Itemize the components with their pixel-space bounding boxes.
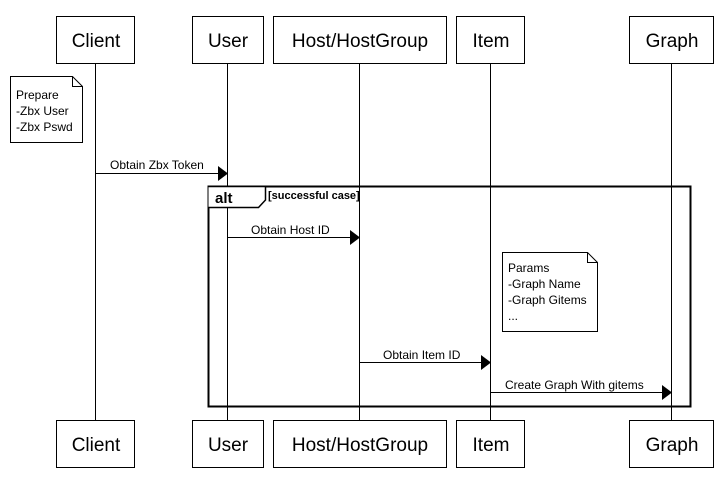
lifelines [95,64,672,420]
note-prepare-line: Prepare [16,88,59,102]
note-params-line: ... [508,309,518,323]
participant-host-bottom: Host/HostGroup [273,420,447,468]
participant-user-label: User [208,435,249,456]
alt-keyword: alt [215,190,233,207]
participant-item-top: Item [456,16,525,64]
participant-client-label: Client [72,31,121,52]
message-label: Create Graph With gitems [505,378,644,392]
participant-host-top: Host/HostGroup [273,16,447,64]
participant-host-label: Host/HostGroup [292,31,428,52]
message-create-graph: Create Graph With gitems [491,378,672,400]
participant-client-top: Client [56,16,135,64]
note-params-line: -Graph Name [508,277,581,291]
alt-guard: [successful case] [268,190,360,202]
participant-user-bottom: User [192,420,264,468]
message-label: Obtain Zbx Token [110,158,204,172]
participant-graph-label: Graph [646,435,699,456]
message-label: Obtain Host ID [251,223,330,237]
participant-item-label: Item [473,31,510,52]
note-params-line: Params [508,261,549,275]
note-prepare-line: -Zbx User [16,104,69,118]
note-prepare-line: -Zbx Pswd [16,120,73,134]
participant-item-bottom: Item [456,420,525,468]
participant-user-top: User [192,16,264,64]
participant-graph-bottom: Graph [629,420,714,468]
alt-fragment: alt [successful case] [207,185,692,408]
note-prepare: Prepare -Zbx User -Zbx Pswd [10,76,83,143]
message-obtain-zbx-token: Obtain Zbx Token [96,158,228,181]
participant-client-bottom: Client [56,420,135,468]
participant-graph-top: Graph [629,16,714,64]
note-params-line: -Graph Gitems [508,293,587,307]
participant-host-label: Host/HostGroup [292,435,428,456]
message-obtain-item-id: Obtain Item ID [360,348,491,370]
participant-client-label: Client [72,435,121,456]
message-obtain-host-id: Obtain Host ID [228,223,360,245]
participant-graph-label: Graph [646,31,699,52]
note-params: Params -Graph Name -Graph Gitems ... [502,252,598,332]
participant-user-label: User [208,31,249,52]
participant-item-label: Item [473,435,510,456]
message-label: Obtain Item ID [383,348,461,362]
